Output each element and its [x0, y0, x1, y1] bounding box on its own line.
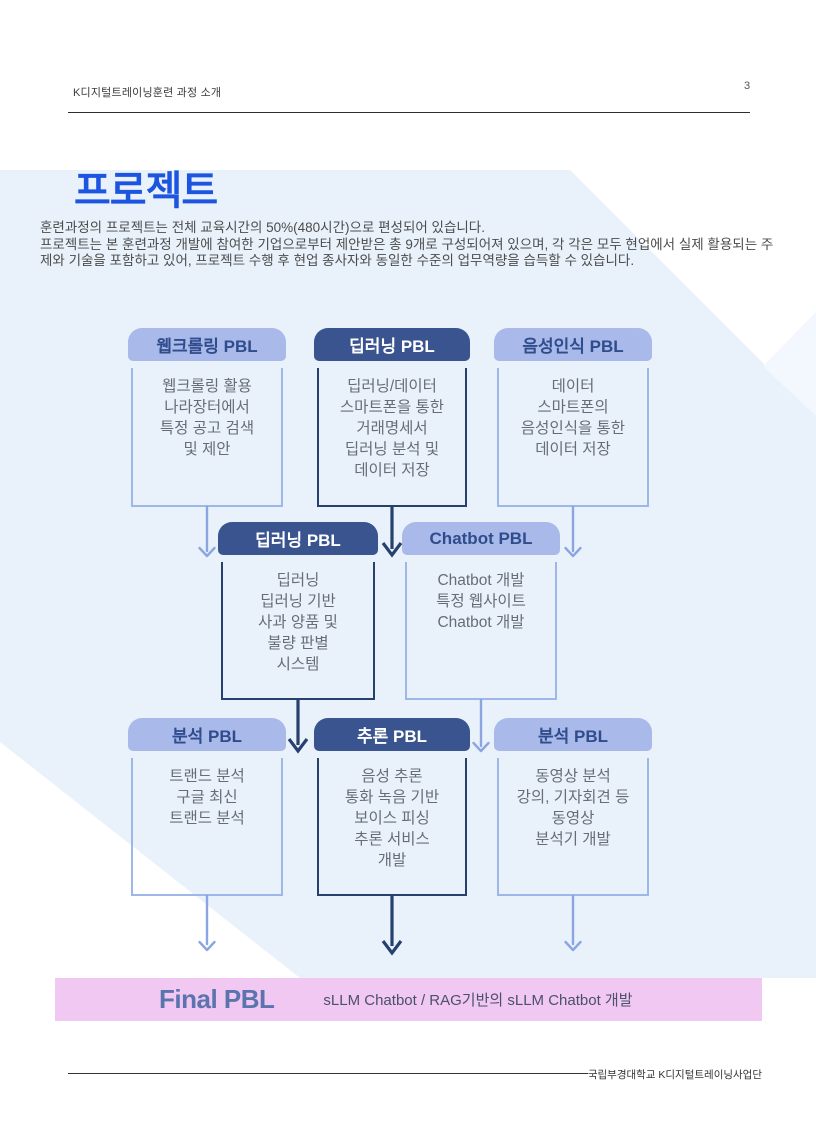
flow-box-voice-recognition-title: 음성인식 PBL: [494, 328, 652, 361]
intro-line-2: 프로젝트는 본 훈련과정 개발에 참여한 기업으로부터 제안받은 총 9개로 구…: [40, 236, 774, 269]
page-header-title: K디지털트레이닝훈련 과정 소개: [73, 87, 222, 99]
intro-paragraph: 훈련과정의 프로젝트는 전체 교육시간의 50%(480시간)으로 편성되어 있…: [40, 220, 778, 270]
header-rule: [68, 112, 750, 113]
flow-box-analysis-1-title: 분석 PBL: [128, 718, 286, 751]
final-pbl-description: sLLM Chatbot / RAG기반의 sLLM Chatbot 개발: [323, 992, 633, 1009]
flow-box-analysis-2-title: 분석 PBL: [494, 718, 652, 751]
page-number: 3: [744, 80, 751, 92]
flow-box-webcrawling-title: 웹크롤링 PBL: [128, 328, 286, 361]
footer-rule: [68, 1073, 588, 1074]
final-pbl-bar: Final PBL sLLM Chatbot / RAG기반의 sLLM Cha…: [55, 978, 762, 1021]
intro-line-1: 훈련과정의 프로젝트는 전체 교육시간의 50%(480시간)으로 편성되어 있…: [40, 220, 485, 235]
footer-text: 국립부경대학교 K디지털트레이닝사업단: [587, 1069, 762, 1081]
final-pbl-title: Final PBL: [159, 984, 275, 1014]
flow-box-chatbot-title: Chatbot PBL: [402, 522, 560, 555]
section-title: 프로젝트: [74, 169, 218, 213]
flow-box-deeplearning-1-title: 딥러닝 PBL: [314, 328, 470, 361]
flow-box-deeplearning-2-title: 딥러닝 PBL: [218, 522, 378, 555]
flow-box-inference-title: 추론 PBL: [314, 718, 470, 751]
